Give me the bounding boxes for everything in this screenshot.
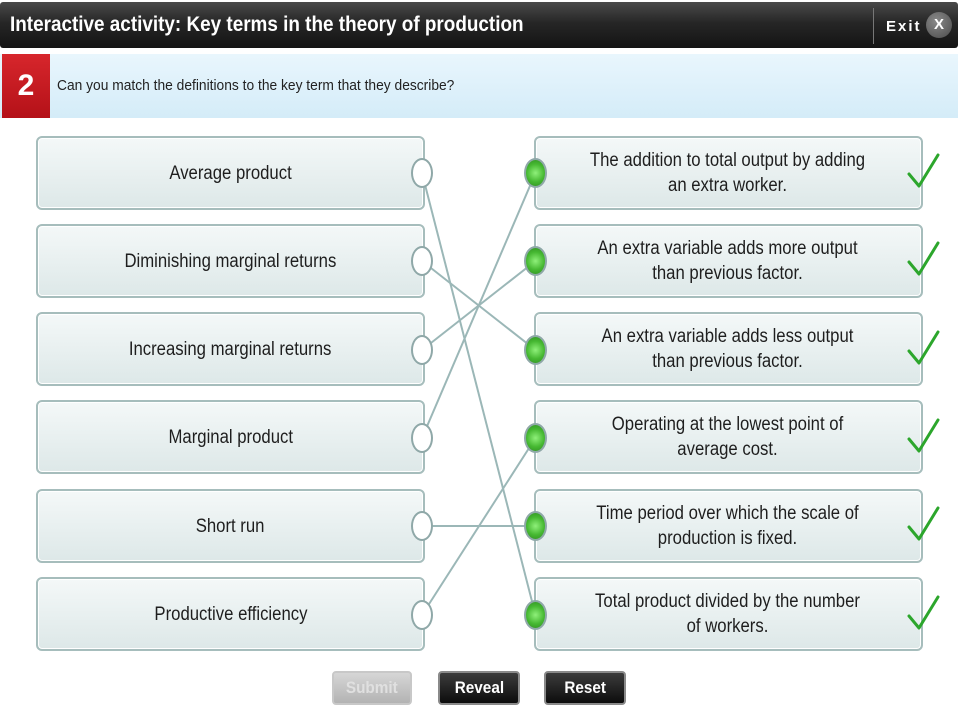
term-box-diminishing-marginal-returns[interactable]: Diminishing marginal returns: [36, 224, 425, 298]
exit-button[interactable]: Exit X: [882, 10, 954, 42]
checkmark-icon: [907, 330, 940, 365]
term-connector-node[interactable]: [411, 246, 433, 276]
term-box-marginal-product[interactable]: Marginal product: [36, 400, 425, 474]
checkmark-icon: [907, 241, 940, 276]
term-box-short-run[interactable]: Short run: [36, 489, 425, 563]
term-connector-node[interactable]: [411, 600, 433, 630]
definition-box-1[interactable]: The addition to total output by adding a…: [534, 136, 923, 210]
term-connector-node[interactable]: [411, 335, 433, 365]
connector-line: [421, 437, 537, 616]
definition-box-6[interactable]: Total product divided by the number of w…: [534, 577, 923, 651]
checkmark-icon: [907, 153, 940, 188]
submit-button[interactable]: Submit: [332, 671, 412, 705]
definition-connector-node[interactable]: [524, 335, 547, 365]
definition-connector-node[interactable]: [524, 158, 547, 188]
definition-connector-node[interactable]: [524, 600, 547, 630]
definition-box-5[interactable]: Time period over which the scale of prod…: [534, 489, 923, 563]
term-label: Marginal product: [168, 426, 293, 448]
definition-box-4[interactable]: Operating at the lowest point of average…: [534, 400, 923, 474]
definition-label: An extra variable adds less output than …: [601, 326, 854, 372]
definition-label: Time period over which the scale of prod…: [596, 503, 859, 549]
term-label: Short run: [196, 515, 265, 537]
reset-label: Reset: [564, 678, 606, 697]
definition-box-2[interactable]: An extra variable adds more output than …: [534, 224, 923, 298]
checkmark-icon: [907, 418, 940, 453]
term-connector-node[interactable]: [411, 158, 433, 188]
term-box-productive-efficiency[interactable]: Productive efficiency: [36, 577, 425, 651]
reveal-label: Reveal: [454, 678, 504, 697]
checkmark-icon: [907, 595, 940, 630]
term-label: Diminishing marginal returns: [124, 250, 337, 272]
question-number-badge: 2: [2, 54, 50, 118]
term-label: Productive efficiency: [153, 603, 308, 625]
submit-label: Submit: [346, 678, 398, 697]
definition-connector-node[interactable]: [524, 511, 547, 541]
term-label: Increasing marginal returns: [129, 338, 332, 360]
term-label: Average product: [169, 162, 292, 184]
reveal-button[interactable]: Reveal: [438, 671, 520, 705]
definition-box-3[interactable]: An extra variable adds less output than …: [534, 312, 923, 386]
definition-connector-node[interactable]: [524, 423, 547, 453]
definition-label: Total product divided by the number of w…: [595, 591, 860, 637]
definition-connector-node[interactable]: [524, 246, 547, 276]
checkmark-icon: [907, 506, 940, 541]
title-divider: [873, 8, 874, 44]
term-connector-node[interactable]: [411, 423, 433, 453]
close-icon: X: [926, 12, 952, 38]
term-connector-node[interactable]: [411, 511, 433, 541]
definition-label: An extra variable adds more output than …: [597, 238, 858, 284]
exit-label: Exit: [886, 18, 922, 35]
term-box-average-product[interactable]: Average product: [36, 136, 425, 210]
definition-label: The addition to total output by adding a…: [589, 150, 866, 196]
question-banner: [0, 54, 958, 118]
question-text: Can you match the definitions to the key…: [57, 77, 455, 94]
definition-label: Operating at the lowest point of average…: [611, 414, 844, 460]
activity-title: Interactive activity: Key terms in the t…: [10, 13, 524, 36]
connector-line: [421, 172, 537, 439]
title-bar: Interactive activity: Key terms in the t…: [0, 2, 958, 48]
connector-line: [421, 172, 537, 616]
reset-button[interactable]: Reset: [544, 671, 626, 705]
term-box-increasing-marginal-returns[interactable]: Increasing marginal returns: [36, 312, 425, 386]
